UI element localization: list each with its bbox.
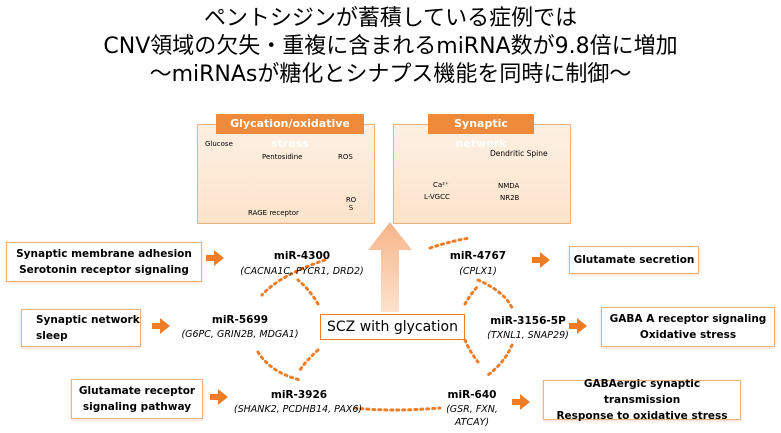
- glucose-label: Glucose: [205, 140, 233, 148]
- arrow-right-3-icon: [512, 394, 530, 410]
- mirna-640-genes-line2: ATCAY): [454, 417, 490, 428]
- connector-4767-3156: [476, 278, 514, 310]
- function-left-1-line1: Synaptic membrane adhesion: [16, 248, 192, 260]
- title-line-3: 〜miRNAsが糖化とシナプス機能を同時に制御〜: [149, 62, 632, 87]
- mirna-640-name: miR-640: [447, 389, 497, 401]
- mirna-5699-name: miR-5699: [211, 314, 269, 326]
- mirna-4767-name: miR-4767: [449, 250, 507, 262]
- rage-receptor-label: RAGE receptor: [248, 209, 299, 217]
- connector-3156-640: [486, 343, 514, 377]
- mirna-5699-genes: (G6PC, GRIN2B, MDGA1): [181, 329, 299, 340]
- up-arrow-icon: [368, 222, 412, 312]
- glycation-panel-header: Glycation/oxidative stress: [216, 114, 364, 150]
- dendritic-spine-label: Dendritic Spine: [490, 149, 548, 158]
- connector-5699-3926: [256, 350, 302, 382]
- mirna-4767-genes: (CPLX1): [459, 266, 497, 277]
- function-box-left-3: Glutamate receptor signaling pathway: [71, 379, 203, 419]
- connector-4300-5699: [260, 258, 327, 297]
- connector-center-3926: [298, 348, 320, 372]
- function-left-2-line2: sleep: [36, 330, 68, 342]
- connector-center-4767: [463, 284, 480, 306]
- mirna-3926-genes: (SHANK2, PCDHB14, PAX6): [233, 404, 363, 415]
- function-box-left-2: Synaptic network sleep: [21, 309, 141, 347]
- synaptic-panel-header: Synaptic network: [428, 114, 534, 150]
- arrow-right-2-icon: [569, 318, 587, 334]
- function-box-right-2: GABA A receptor signaling Oxidative stre…: [601, 307, 775, 347]
- mirna-3156-genes: (TXNL1, SNAP29): [487, 330, 569, 341]
- nr2b-label: NR2B: [500, 194, 520, 202]
- ros-bottom-label: RO S: [345, 196, 357, 212]
- function-right-2-line1: GABA A receptor signaling: [609, 313, 767, 325]
- glycation-panel: [197, 124, 375, 224]
- function-right-2-line2: Oxidative stress: [639, 329, 737, 341]
- function-left-3-line1: Glutamate receptor: [78, 385, 196, 397]
- ros-top-label: ROS: [338, 153, 353, 161]
- function-right-1-line1: Glutamate secretion: [573, 254, 695, 266]
- mirna-3926-name: miR-3926: [270, 389, 328, 401]
- nmda-label: NMDA: [498, 182, 520, 190]
- connector-center-4300: [296, 278, 320, 306]
- center-scz-glycation: SCZ with glycation: [320, 314, 465, 340]
- function-box-right-3: GABAergic synaptic transmission Response…: [543, 378, 741, 422]
- connector-4767-top: [428, 236, 472, 250]
- mirna-4300-name: miR-4300: [273, 250, 331, 262]
- connector-3926-640: [353, 406, 442, 412]
- title-line-2: CNV領域の欠失・重複に含まれるmiRNA数が9.8倍に増加: [103, 34, 678, 59]
- arrow-left-1-icon: [206, 250, 224, 266]
- mirna-640-genes-line1: (GSR, FXN,: [446, 404, 498, 415]
- function-left-2-line1: Synaptic network: [36, 314, 140, 326]
- function-right-3-line2: Response to oxidative stress: [556, 410, 728, 422]
- function-box-left-1: Synaptic membrane adhesion Serotonin rec…: [6, 242, 202, 282]
- small-arrows: [152, 250, 587, 410]
- calcium-label: Ca²⁺: [433, 181, 449, 189]
- dotted-connectors: [256, 236, 514, 412]
- mirna-4300-genes: (CACNA1C, PYCR1, DRD2): [240, 266, 364, 277]
- lvgcc-label: L-VGCC: [424, 193, 450, 201]
- pentosidine-label: Pentosidine: [262, 153, 303, 161]
- function-box-right-1: Glutamate secretion: [569, 246, 699, 274]
- function-left-1-line2: Serotonin receptor signaling: [19, 264, 189, 276]
- synaptic-panel: [393, 124, 571, 224]
- mirna-3156-name: miR-3156-5P: [490, 315, 566, 327]
- arrow-left-3-icon: [210, 389, 228, 405]
- arrow-left-2-icon: [152, 318, 170, 334]
- function-right-3-line1: GABAergic synaptic transmission: [583, 378, 701, 406]
- title-line-1: ペントシジンが蓄積している症例では: [203, 6, 578, 31]
- connector-center-640: [463, 338, 480, 364]
- arrow-right-1-icon: [532, 252, 550, 268]
- function-left-3-line2: signaling pathway: [82, 401, 192, 413]
